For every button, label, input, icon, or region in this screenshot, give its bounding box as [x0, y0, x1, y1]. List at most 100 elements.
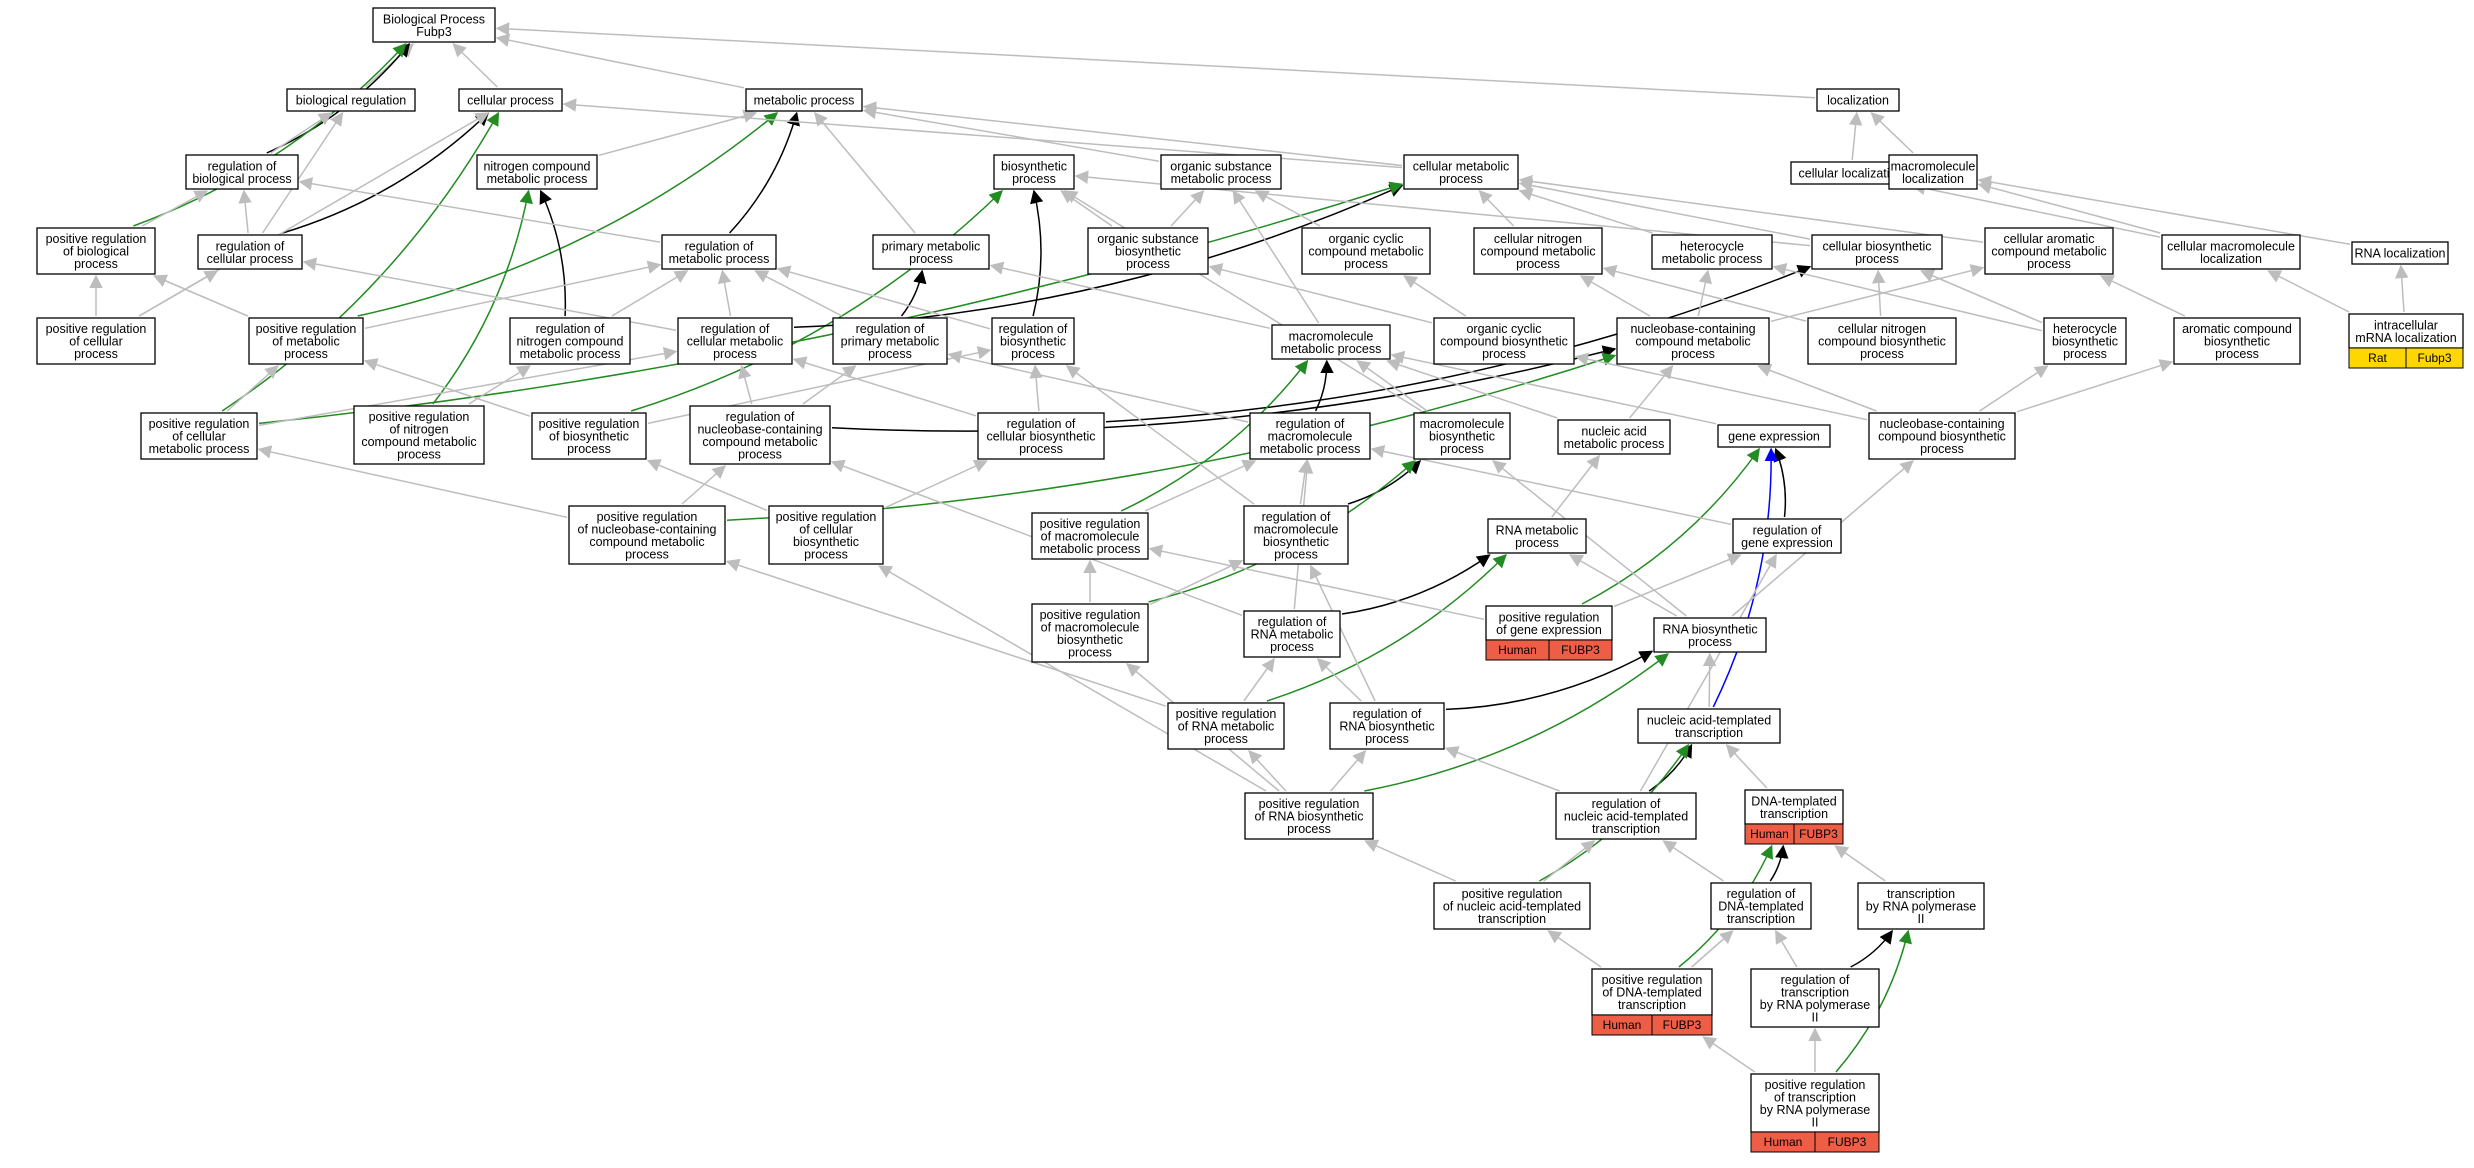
term-box[interactable]	[1433, 882, 1591, 930]
term-box[interactable]	[1984, 227, 2114, 275]
term-box[interactable]	[1301, 227, 1431, 275]
term-box[interactable]	[1888, 154, 1978, 190]
term-box[interactable]	[1637, 708, 1781, 744]
term-box[interactable]	[872, 234, 990, 270]
term-box[interactable]	[745, 88, 863, 112]
term-box[interactable]	[1244, 792, 1374, 840]
go-term-regnbcmet[interactable]: regulation ofnucleobase-containingcompou…	[689, 405, 831, 465]
term-box[interactable]	[286, 88, 416, 112]
term-box[interactable]	[1653, 617, 1767, 653]
term-box[interactable]	[2043, 317, 2127, 365]
term-box[interactable]	[1433, 317, 1575, 365]
term-box[interactable]	[661, 234, 777, 270]
term-box[interactable]	[977, 412, 1105, 460]
term-box[interactable]	[353, 405, 485, 465]
term-box[interactable]	[1329, 702, 1445, 750]
term-box[interactable]	[1651, 234, 1773, 270]
term-box[interactable]	[768, 505, 884, 565]
term-box[interactable]	[1717, 424, 1831, 448]
term-box[interactable]	[2161, 234, 2301, 270]
go-term-cellloc[interactable]: cellular localization	[1790, 161, 1912, 185]
term-box[interactable]	[2173, 317, 2301, 365]
go-term-geneexp[interactable]: gene expression	[1717, 424, 1831, 448]
term-box[interactable]	[1031, 603, 1149, 663]
term-box[interactable]	[1249, 412, 1371, 460]
term-box[interactable]	[1413, 412, 1511, 460]
term-box[interactable]	[140, 412, 258, 460]
term-box[interactable]	[1031, 512, 1149, 560]
term-box[interactable]	[509, 317, 631, 365]
term-box[interactable]	[531, 412, 647, 460]
go-term-bioreg[interactable]: biological regulation	[286, 88, 416, 112]
go-term-metab[interactable]: metabolic process	[745, 88, 863, 112]
term-box[interactable]	[1487, 518, 1587, 554]
term-box[interactable]	[1750, 1073, 1880, 1133]
term-box[interactable]	[1167, 702, 1285, 750]
term-box[interactable]	[677, 317, 793, 365]
term-box[interactable]	[1807, 317, 1957, 365]
go-term-loc[interactable]: localization	[1816, 88, 1900, 112]
term-box[interactable]	[1750, 968, 1880, 1028]
term-box[interactable]	[1811, 234, 1943, 270]
term-box[interactable]	[36, 317, 156, 365]
term-box[interactable]	[1403, 154, 1519, 190]
term-box[interactable]	[197, 234, 303, 270]
term-box[interactable]	[832, 317, 948, 365]
term-box[interactable]	[1732, 518, 1842, 554]
term-box[interactable]	[1710, 882, 1812, 930]
term-box[interactable]	[458, 88, 563, 112]
term-box[interactable]	[476, 154, 598, 190]
term-box[interactable]	[36, 227, 156, 275]
term-box[interactable]	[1243, 610, 1341, 658]
term-box[interactable]	[1868, 412, 2016, 460]
go-term-cellproc[interactable]: cellular process	[458, 88, 563, 112]
term-box[interactable]	[1816, 88, 1900, 112]
